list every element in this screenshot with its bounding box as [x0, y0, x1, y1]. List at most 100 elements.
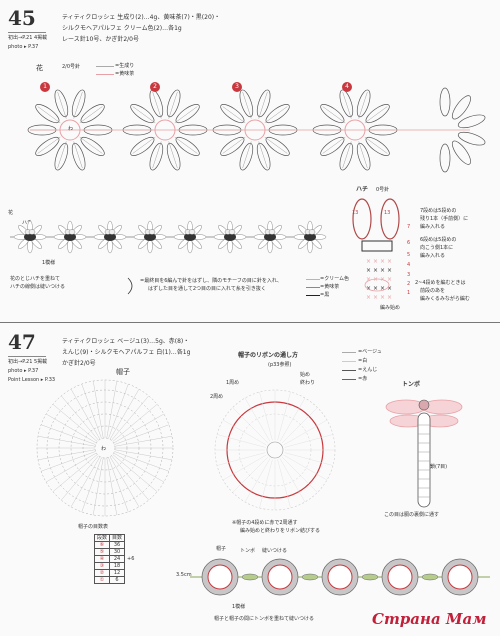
ribbon-note-2: 編み始めと終わりをリボン結びする — [240, 528, 321, 534]
strip-hat-ribbon — [447, 564, 473, 590]
ribbon-stitch — [283, 419, 328, 446]
stitch-x: × — [387, 285, 392, 292]
stitch-x: × — [366, 285, 371, 292]
section-divider — [0, 322, 500, 323]
flower-center-mark: わ — [68, 126, 74, 132]
stitch-x: × — [380, 294, 385, 301]
stitch-x: × — [366, 294, 371, 301]
bee-wing — [188, 229, 196, 235]
stitch-x: × — [387, 276, 392, 283]
bee-wing — [228, 229, 236, 235]
bee-note-3: 編み入れる — [420, 224, 446, 230]
bee-num-4: 4 — [407, 262, 411, 268]
petal-stitch — [132, 106, 156, 124]
petal-stitch — [174, 136, 198, 154]
ribbon-stitch — [279, 397, 306, 442]
hat-stitch — [92, 380, 104, 439]
hat-legend-1: =ベージュ — [358, 349, 382, 355]
bee-note-1: 7段めは5段めの — [420, 208, 457, 214]
bee-body — [104, 233, 116, 241]
table-cell-count: 6 — [109, 576, 126, 584]
step-4-marker: 4 — [342, 82, 352, 92]
bee-note-8: 前段のあを — [420, 288, 446, 294]
hat-stitch — [111, 455, 149, 501]
petal-stitch — [358, 91, 368, 119]
ribbon-stitch — [259, 391, 273, 441]
bee-hook: 0号針 — [376, 187, 390, 193]
bee-legend-line-2 — [306, 287, 320, 288]
petal-stitch — [342, 141, 352, 169]
chain-bee-label: ハチ — [22, 220, 33, 226]
petal — [451, 140, 471, 165]
pattern-47-materials-1: ティティクロッシェ ベージュ(3)…5g、赤(8)・ — [62, 338, 190, 345]
bee-num-5: 5 — [407, 252, 411, 258]
hat-stitch — [114, 424, 169, 445]
bee-num-13a: 13 — [352, 210, 359, 216]
bee-legend-2: =黄味茶 — [320, 284, 340, 290]
strip-hat-ribbon — [267, 564, 293, 590]
ribbon-stitch — [244, 397, 271, 442]
bee-num-7: 7 — [407, 224, 411, 230]
bee-legend-line-3 — [306, 295, 320, 296]
legend-line-1 — [96, 66, 114, 67]
ring-label-1: 1周め — [226, 380, 240, 386]
stitch-x: × — [373, 267, 378, 274]
hat-stitch — [114, 435, 173, 447]
dragonfly-chart — [385, 399, 463, 508]
pattern-45-number: 45 — [8, 6, 36, 30]
petal-stitch — [152, 141, 162, 169]
petal — [457, 131, 486, 146]
legend-flower-2: =黄味茶 — [115, 71, 135, 77]
petal — [439, 143, 451, 173]
petal — [451, 95, 471, 120]
stitch-x: × — [373, 294, 378, 301]
petal-stitch — [358, 141, 368, 169]
petal-stitch — [73, 91, 83, 119]
hat-stitch — [112, 454, 158, 492]
ribbon-start: 始め — [300, 372, 311, 378]
hat-stitch — [109, 456, 140, 507]
strip-hat-label: 帽子 — [216, 546, 227, 552]
petal-stitch — [168, 141, 178, 169]
bee-wing — [308, 229, 316, 235]
strip-height-label: 3.5cm — [176, 572, 192, 578]
count-table: 段数 目数 ⑥ 36 ⑤ 30 ④ 24 +6 ③ 18 ② 12 ① 6 — [93, 534, 137, 584]
bee-wing — [108, 229, 116, 235]
step-2-marker: 2 — [150, 82, 160, 92]
dragonfly-note: 鎖(7目) — [430, 464, 448, 470]
table-cell-count: 12 — [109, 569, 126, 577]
petal-stitch — [258, 91, 268, 119]
stitch-x: × — [373, 285, 378, 292]
hat-stitch — [37, 449, 96, 461]
petal-stitch — [57, 141, 67, 169]
dragonfly-bottom-note: この目は胴の裏側に通す — [384, 512, 440, 518]
hat-stitch — [108, 384, 129, 439]
bee-body — [304, 233, 316, 241]
petal-stitch — [57, 91, 67, 119]
hat-stitch — [114, 449, 173, 461]
petal-stitch — [322, 136, 346, 154]
hat-stitch — [113, 413, 164, 444]
ribbon-stitch — [277, 391, 291, 441]
hat-legend-4: =赤 — [358, 376, 368, 382]
bee-body — [64, 233, 76, 241]
table-row: ⑥ 36 — [93, 541, 137, 549]
bee-wing — [268, 229, 276, 235]
stitch-x: × — [373, 276, 378, 283]
bee-num-3: 3 — [407, 272, 411, 278]
petal-stitch — [79, 136, 103, 154]
petal-stitch — [364, 136, 388, 154]
petal-stitch — [364, 106, 388, 124]
petal-stitch — [37, 136, 61, 154]
stitch-x: × — [387, 267, 392, 274]
ribbon-stitch — [281, 407, 318, 444]
pattern-45-ref-bottom: photo ▸ P.37 — [8, 44, 39, 50]
ring-label-2: 2周め — [210, 394, 224, 400]
left-note-2: ハチの線側は縫いつける — [10, 284, 66, 290]
step-3-marker: 3 — [232, 82, 242, 92]
ribbon-stitch — [222, 454, 267, 481]
petal-stitch — [222, 136, 246, 154]
stitch-x: × — [380, 267, 385, 274]
table-cell-count: 24 — [109, 555, 126, 563]
table-cell-inc — [125, 542, 137, 549]
